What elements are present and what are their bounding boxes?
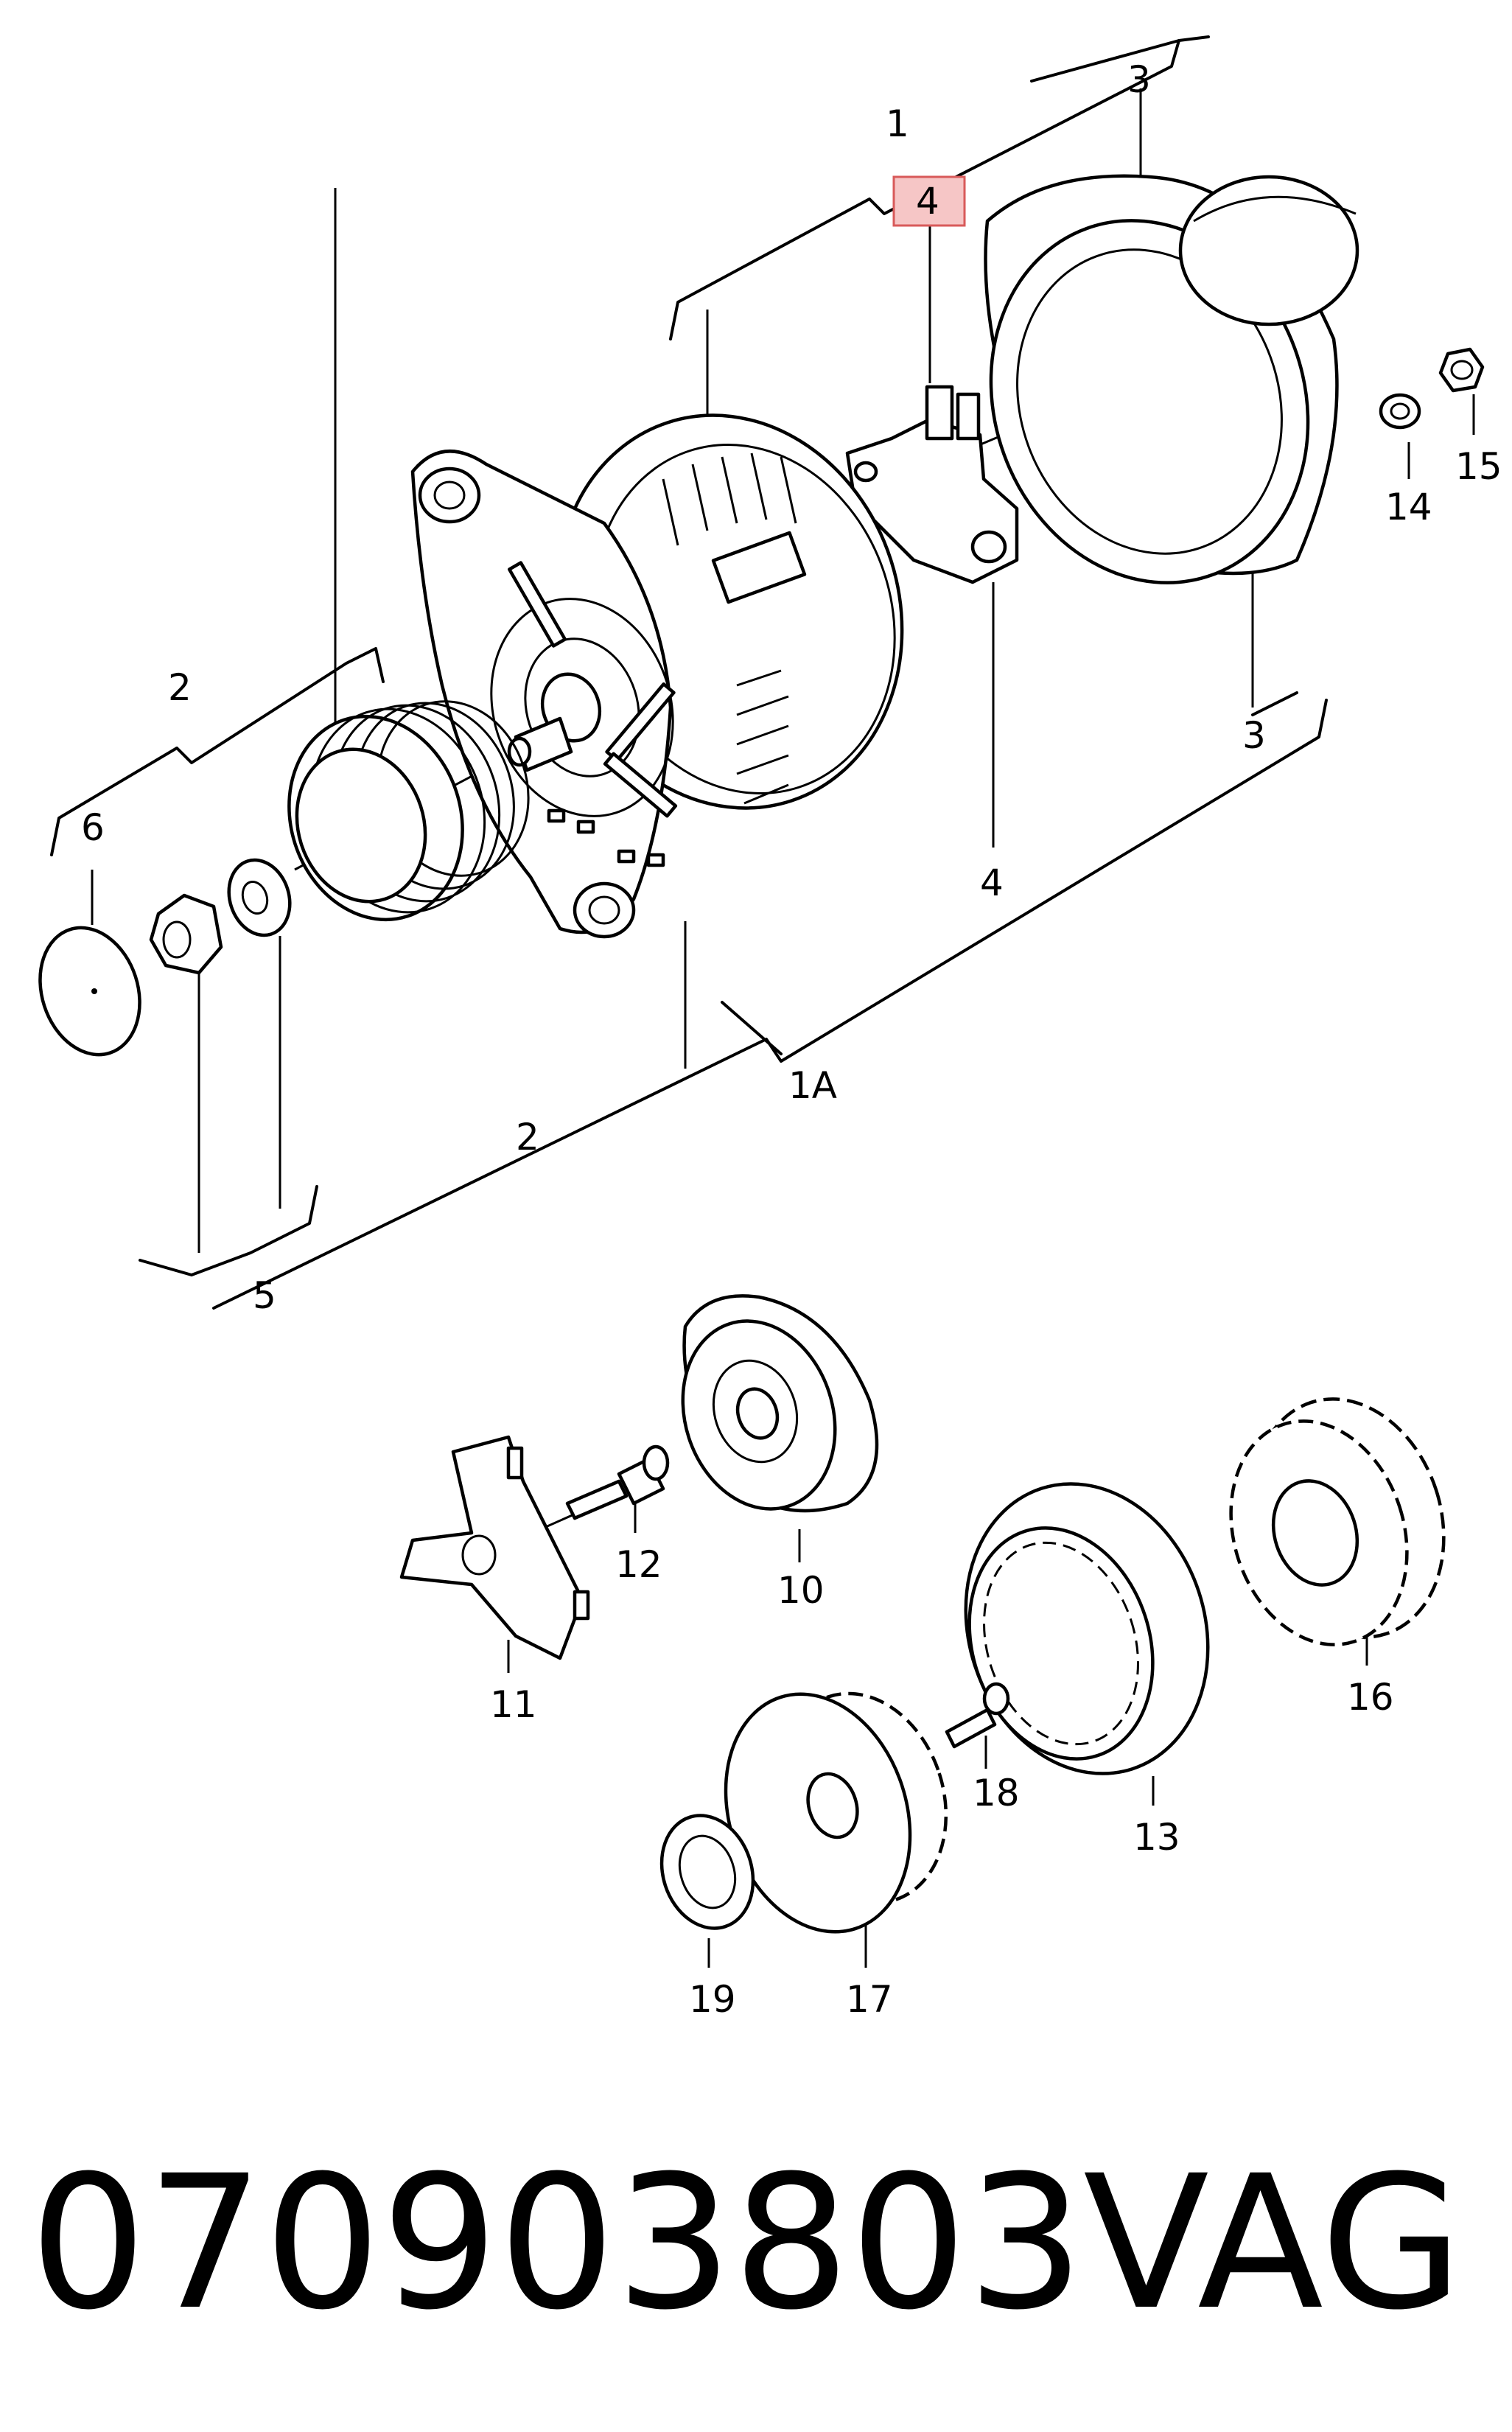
callout-1: 1	[886, 102, 909, 145]
hex-nut	[149, 893, 223, 975]
seal-part-19	[659, 1814, 755, 1930]
callout-5: 5	[253, 1274, 276, 1317]
nut-part-15	[1438, 347, 1485, 393]
gear-disc-part-17	[724, 1691, 948, 1934]
spring-washer	[227, 858, 292, 937]
callout-3-bottom: 3	[1242, 714, 1266, 757]
callout-15: 15	[1455, 445, 1502, 488]
gear-part-16	[1229, 1397, 1446, 1646]
callout-19: 19	[689, 1978, 736, 2021]
brand-name: VAG	[1083, 2136, 1463, 2350]
pulley	[287, 700, 530, 922]
callout-12: 12	[615, 1543, 662, 1586]
callout-18: 18	[973, 1772, 1020, 1814]
callout-6: 6	[81, 806, 105, 849]
part-number: 070903803	[29, 2136, 1085, 2350]
alternator-body-part-1	[410, 413, 904, 939]
highlight-box	[892, 175, 966, 227]
callout-14: 14	[1385, 486, 1432, 528]
screw-part-18	[945, 1682, 1010, 1749]
callout-13: 13	[1133, 1816, 1180, 1859]
callout-17: 17	[846, 1978, 893, 2021]
callout-11: 11	[490, 1683, 537, 1726]
bearing-plate-part-10	[681, 1294, 879, 1513]
internal-gear-part-13	[964, 1482, 1210, 1775]
bolt-part-12	[565, 1444, 670, 1520]
coupling-part-11	[399, 1435, 590, 1660]
callout-3-top: 3	[1127, 58, 1151, 101]
cap-part-6	[38, 926, 141, 1057]
callout-10: 10	[777, 1569, 825, 1612]
callout-16: 16	[1347, 1676, 1394, 1719]
callout-1a: 1A	[788, 1064, 837, 1107]
callout-2-bottom: 2	[516, 1116, 539, 1159]
callout-labels: 1 4 3 3 4 2 6 1A 2 5 14 15 12 10 11 16 1…	[81, 58, 1502, 2021]
bracket-lines	[50, 35, 1328, 1310]
callout-4-bottom: 4	[980, 862, 1004, 904]
callout-4-highlight: 4	[916, 180, 939, 223]
washer-part-14	[1379, 393, 1421, 430]
callout-2-top: 2	[168, 666, 192, 709]
rear-cover-part-3	[984, 174, 1359, 584]
voltage-regulator-part-4	[845, 385, 1019, 584]
